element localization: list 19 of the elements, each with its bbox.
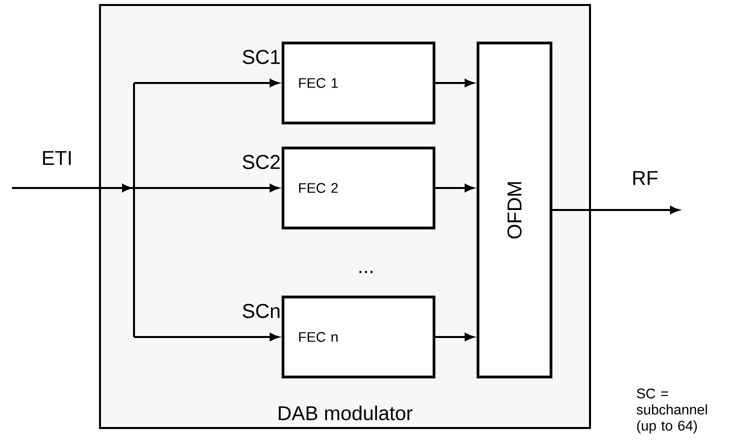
channel-label: SCn: [242, 304, 280, 318]
arrow: [134, 333, 279, 341]
arrow: [134, 79, 279, 87]
process-box: OFDM: [476, 42, 552, 378]
process-box: FEC 2: [282, 146, 436, 230]
input-label: ETI: [43, 151, 71, 165]
arrow: [435, 333, 474, 341]
channel-label: SC2: [242, 154, 280, 170]
arrow: [552, 206, 680, 214]
arrow: [435, 79, 474, 87]
arrow: [134, 184, 279, 192]
arrow-trunk: [11, 82, 135, 338]
ellipsis: ...: [360, 270, 372, 274]
process-box: FEC n: [282, 296, 436, 378]
note: SC = subchannel (up to 64): [636, 388, 707, 434]
channel-label: SC1: [242, 50, 280, 64]
arrow: [435, 184, 474, 192]
output-label: RF: [633, 171, 658, 185]
process-box: FEC 1: [282, 42, 436, 124]
